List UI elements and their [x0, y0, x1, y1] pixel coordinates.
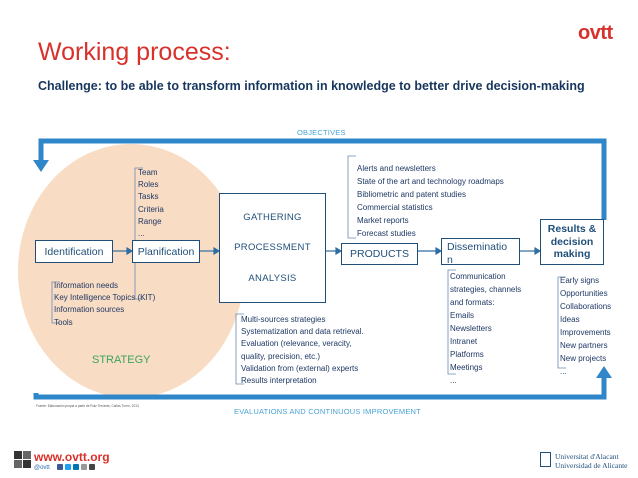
planification-list: Team Roles Tasks Criteria Range ... [138, 167, 164, 240]
list-item: Results interpretation [241, 375, 317, 385]
objectives-arrowhead [33, 160, 49, 172]
ovtt-logo: ovtt [578, 22, 613, 44]
list-item: Roles [138, 180, 159, 190]
results-label: Results & decision making [547, 223, 597, 261]
arrowhead [335, 246, 343, 256]
list-item: Platforms [450, 350, 484, 359]
list-item: Newsletters [450, 324, 492, 333]
list-item: Collaborations [560, 302, 612, 311]
arrowhead [126, 246, 134, 256]
list-item: Key Intelligence Topics (KIT) [54, 293, 156, 303]
list-item: Information needs [54, 281, 119, 290]
bracket-products [347, 155, 356, 239]
bracket-planification [134, 167, 143, 300]
evaluations-label: EVALUATIONS AND CONTINUOUS IMPROVEMENT [234, 407, 421, 416]
arrowhead [435, 246, 443, 256]
arrowhead [213, 246, 221, 256]
list-item: Bibliometric and patent studies [357, 190, 466, 199]
list-item: Communication [450, 272, 506, 281]
dissemination-list: Communication strategies, channels and f… [450, 270, 521, 387]
list-item: Meetings [450, 363, 483, 372]
bracket-results [557, 276, 566, 369]
bracket-gathering [235, 313, 244, 385]
products-box: PRODUCTS [341, 243, 418, 265]
planification-box: Planification [132, 240, 200, 263]
qr-code-icon [23, 451, 31, 459]
website-link[interactable]: www.ovtt.org [34, 450, 110, 464]
list-item: strategies, channels [450, 285, 522, 294]
list-item: New partners [560, 341, 608, 350]
list-item: Criteria [138, 204, 164, 214]
university-name-line1: Universitat d'Alacant [555, 452, 619, 461]
qr-code-icon [23, 460, 31, 468]
list-item: Intranet [450, 337, 478, 346]
list-item: Improvements [560, 328, 611, 337]
list-item: Alerts and newsletters [357, 164, 436, 173]
list-item: Market reports [357, 216, 409, 225]
list-item: Tools [54, 317, 73, 327]
twitter-icon[interactable] [65, 464, 71, 470]
rss-icon[interactable] [81, 464, 87, 470]
results-box: Results & decision making [540, 219, 604, 265]
qr-code-icon [14, 460, 22, 468]
list-item: ... [138, 228, 145, 238]
list-item: Opportunities [560, 289, 608, 298]
identification-list: Information needs Key Intelligence Topic… [54, 280, 155, 329]
list-item: Commercial statistics [357, 203, 433, 212]
linkedin-icon[interactable] [73, 464, 79, 470]
list-item: Systematization and data retrieval. [241, 327, 364, 337]
list-item: Tasks [138, 192, 159, 202]
list-item: Early signs [560, 276, 600, 285]
list-item: New projects [560, 354, 607, 363]
products-label: PRODUCTS [350, 248, 409, 260]
strategy-label: STRATEGY [92, 354, 151, 366]
list-item: quality, precision, etc.) [241, 351, 320, 361]
youtube-icon[interactable] [89, 464, 95, 470]
identification-box: Identification [35, 240, 113, 263]
facebook-icon[interactable] [57, 464, 63, 470]
list-item: Team [138, 168, 158, 177]
page-subtitle: Challenge: to be able to transform infor… [38, 79, 585, 93]
gathering-label: GATHERING [243, 211, 302, 223]
list-item: Evaluation (relevance, veracity, [241, 339, 352, 349]
dissemination-box: Disseminatio n [441, 238, 520, 265]
list-item: ... [450, 376, 457, 385]
bracket-identification [51, 281, 60, 324]
objectives-arrow [38, 138, 607, 220]
gathering-processment-analysis-box: GATHERING PROCESSMENT ANALYSIS [219, 193, 326, 303]
bracket-dissemination [447, 269, 456, 375]
analysis-label: ANALYSIS [248, 273, 297, 285]
source-note: Fuente: Elaboración propia a partir de R… [36, 404, 139, 408]
list-item: Range [138, 216, 162, 226]
evaluations-arrowhead [596, 366, 612, 378]
university-name-line2: Universidad de Alicante [555, 461, 628, 470]
list-item: Information sources [54, 305, 125, 315]
evaluations-arrow [33, 376, 607, 400]
list-item: Validation from (external) experts [241, 363, 359, 373]
arrowhead [534, 246, 542, 256]
identification-label: Identification [44, 245, 104, 258]
processment-label: PROCESSMENT [234, 242, 311, 254]
objectives-label: OBJECTIVES [297, 128, 346, 137]
list-item: Emails [450, 311, 475, 320]
results-list: Early signs Opportunities Collaborations… [560, 274, 611, 378]
list-item: Forecast studies [357, 229, 416, 238]
university-crest-icon [540, 452, 551, 467]
qr-code-icon [14, 451, 22, 459]
list-item: State of the art and technology roadmaps [357, 177, 504, 186]
gathering-list: Multi-sources strategies Systematization… [241, 314, 364, 387]
list-item: ... [560, 367, 567, 376]
products-list: Alerts and newsletters State of the art … [357, 162, 504, 240]
list-item: and formats: [450, 298, 495, 307]
strategy-ellipse [18, 144, 244, 398]
dissemination-label: Disseminatio n [447, 241, 508, 265]
planification-label: Planification [137, 245, 195, 258]
list-item: Multi-sources strategies [241, 315, 326, 324]
twitter-handle[interactable]: @ovtt [34, 465, 50, 471]
page-title: Working process: [38, 38, 231, 66]
list-item: Ideas [560, 315, 580, 324]
